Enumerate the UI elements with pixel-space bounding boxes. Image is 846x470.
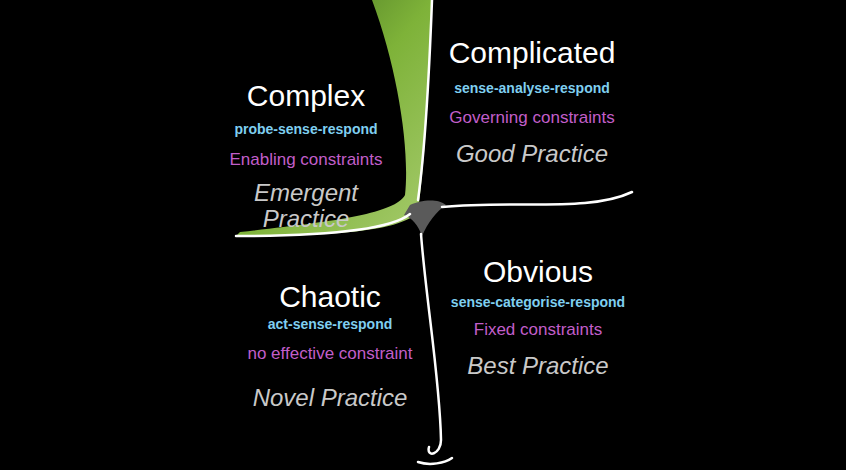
constraint-type: Enabling constraints [229,149,382,171]
constraint-type: Governing constraints [449,107,614,129]
boundary-line [442,192,632,207]
center-region [404,200,446,236]
practice-type: Emergent Practice [216,180,396,232]
boundary-line [421,234,441,454]
boundary-line [418,0,432,200]
practice-type: Best Practice [467,353,608,379]
decision-model: sense-analyse-respond [454,79,610,97]
cliff-line [418,458,452,464]
domain-title: Complicated [449,35,616,71]
domain-title: Complex [247,78,365,114]
domain-region: Chaoticact-sense-respond no effective con… [230,279,430,411]
domain-title: Chaotic [279,279,381,315]
domain-region: Obvious sense-categorise-respondFixed con… [433,254,643,379]
constraint-type: no effective constraint [247,343,412,365]
domain-region: Complex probe-sense-respondEnabling const… [216,78,396,232]
constraint-type: Fixed constraints [474,319,603,341]
decision-model: probe-sense-respond [234,120,377,138]
decision-model: sense-categorise-respond [451,293,625,311]
practice-type: Good Practice [456,141,608,167]
decision-model: act-sense-respond [268,315,392,333]
domain-title: Obvious [483,254,593,290]
practice-type: Novel Practice [253,385,408,411]
domain-region: Complicated sense-analyse-respondGovernin… [417,35,647,167]
